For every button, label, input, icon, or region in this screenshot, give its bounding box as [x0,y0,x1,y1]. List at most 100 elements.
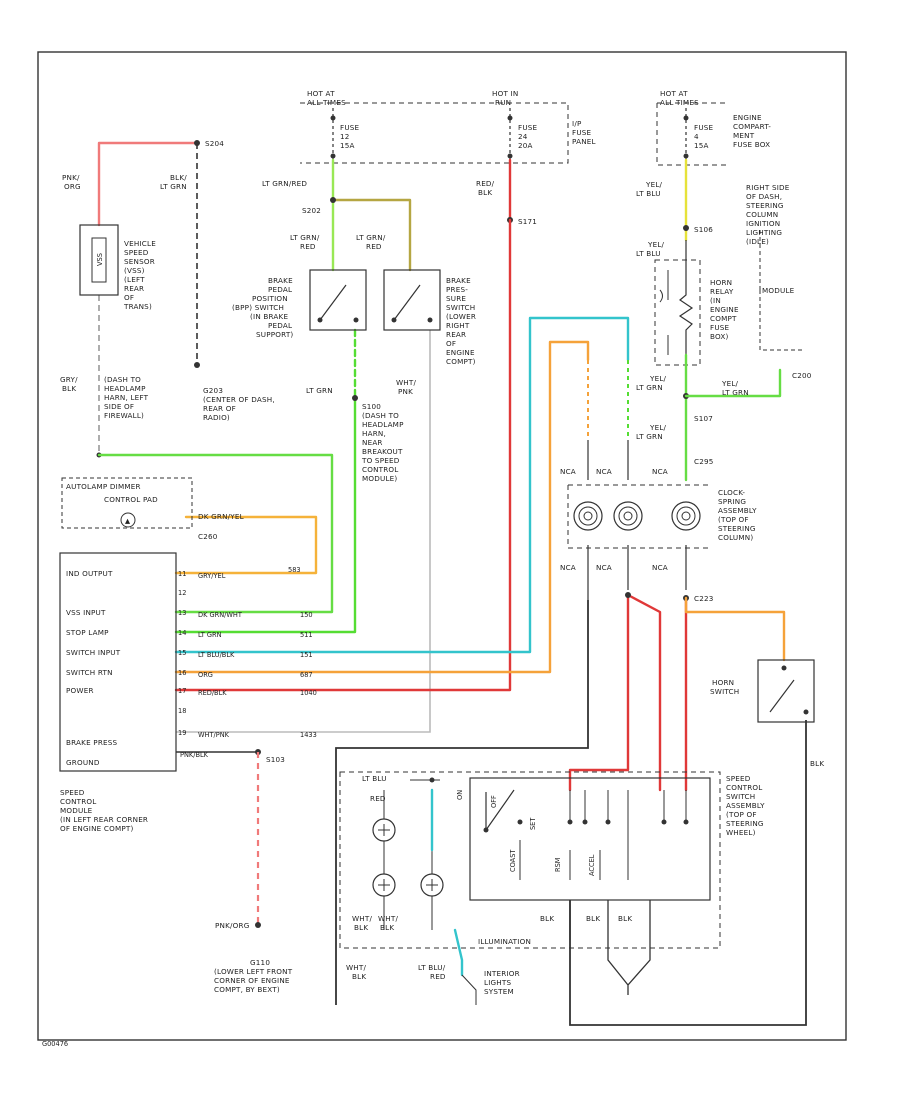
gry-blk-label-2: BLK [62,384,76,393]
pin-19: 19 [178,729,186,737]
fuse-24-number: 24 [518,132,528,141]
lt-grn-label: LT GRN [306,386,333,395]
fuse-12-number: 12 [340,132,350,141]
g203-label-3: REAR OF [203,404,236,413]
pin-18: 18 [178,707,186,715]
scm-label-2: CONTROL [60,797,97,806]
circuit-151: 151 [300,651,313,659]
wht-pnk-label-2: PNK [398,387,413,396]
control-pad-label: CONTROL PAD [104,495,158,504]
clockspring-label-2: SPRING [718,497,746,506]
speed-control-module: IND OUTPUT VSS INPUT STOP LAMP SWITCH IN… [59,552,317,994]
horn-switch: C223 HORN SWITCH BLK [694,594,824,768]
s100-label-3: HEADLAMP [362,420,404,429]
module-pin-switch-rtn: SWITCH RTN [66,668,113,677]
bps-label-7: REAR [446,330,466,339]
wire-swin-color: LT BLU/BLK [198,651,235,659]
hot-at-all-times-label-2: HOT AT [660,89,688,98]
right-side-label-1: RIGHT SIDE [746,183,790,192]
ltblu-label-scs: LT BLU [362,774,387,783]
scs-label-4: ASSEMBLY [726,801,765,810]
s100-label-5: NEAR [362,438,383,447]
connector-c200-right: C200 [792,371,812,380]
wires [96,140,807,1026]
yel-ltgrn-label-3: YEL/ [721,379,739,388]
pin-17: 17 [178,687,186,695]
right-side-label-5: IGNITION [746,219,780,228]
s100-label-1: S100 [362,402,381,411]
interior-lights-label-3: SYSTEM [484,987,514,996]
switch-coast-label: COAST [509,849,517,872]
pin-14: 14 [178,629,186,637]
circuit-687: 687 [300,671,313,679]
right-side-label-3: STEERING [746,201,784,210]
engine-fuse-box-label-1: ENGINE [733,113,762,122]
yel-ltgrn-label-1: YEL/ [649,374,667,383]
speed-control-switch-assembly: SPEED CONTROL SWITCH ASSEMBLY (TOP OF ST… [339,771,765,1005]
switch-set-label: SET [529,817,537,830]
wht-blk-label-6: BLK [352,972,366,981]
engine-fuse-box-label-2: COMPART- [733,122,771,131]
yel-ltgrn-label-2: LT GRN [636,383,663,392]
bpp-switch-box [309,269,367,331]
splice-s107: S107 [694,414,713,423]
bps-wire-label-2: RED [366,242,382,251]
hot-at-all-times-label-1: HOT AT [307,89,335,98]
clockspring-coil-2 [613,501,643,531]
bps-wire-label-1: LT GRN/ [356,233,386,242]
circuit-583: 583 [288,566,301,574]
bpp-label-7: SUPPORT) [256,330,293,339]
g203-label: G203 [203,386,223,395]
connector-c223: C223 [694,594,714,603]
wire-gnd-color: PNK/BLK [180,751,209,759]
engine-fuse-box-label-3: MENT [733,131,755,140]
switch-on-label: ON [456,790,464,800]
ip-fuse-panel-border [300,102,569,164]
bpp-label-4: (BPP) SWITCH [232,303,284,312]
ip-fuse-panel-label-3: PANEL [572,137,596,146]
bps-label-5: (LOWER [446,312,476,321]
bpp-label-2: PEDAL [268,285,292,294]
gry-blk-label-1: GRY/ [60,375,78,384]
circuit-150: 150 [300,611,313,619]
nca-label-1: NCA [560,467,576,476]
fuse-4-label: FUSE [694,123,714,132]
scm-label-3: MODULE [60,806,93,815]
fuse-12-rating: 15A [340,141,355,150]
fuse-12-label: FUSE [340,123,360,132]
blk-right-label: BLK [810,759,824,768]
gry-blk-note-1: (DASH TO [104,375,141,384]
g203-label-2: (CENTER OF DASH, [203,395,275,404]
right-side-label-6: LIGHTING [746,228,782,237]
clockspring-coil-3 [671,501,701,531]
vss-label-2: SPEED [124,248,149,257]
horn-relay-label-6: FUSE [710,323,730,332]
clockspring-label-5: STEERING [718,524,756,533]
interior-lights-label-1: INTERIOR [484,969,520,978]
wire-power-color: RED/BLK [198,689,227,697]
g110-label: G110 [250,958,270,967]
clockspring-label-6: COLUMN) [718,533,753,542]
wire-swrtn-color: ORG [198,671,213,679]
ltblu-red-label-2: RED [430,972,446,981]
gry-blk-note-4: SIDE OF [104,402,134,411]
nca-label-2: NCA [596,467,612,476]
bpp-label-1: BRAKE [268,276,293,285]
pin-15: 15 [178,649,186,657]
pin-16: 16 [178,669,186,677]
bpp-wire-label-2: RED [300,242,316,251]
scm-label-1: SPEED [60,788,85,797]
engine-fuse-box-border [656,102,728,166]
bps-label-10: COMPT) [446,357,476,366]
g110-label-4: COMPT, BY BEXT) [214,985,280,994]
clockspring-border [567,484,712,549]
blk-label-3: BLK [618,914,632,923]
splice-s103: S103 [266,755,285,764]
horn-relay-area: YEL/ LT BLU S106 YEL/ LT BLU RIGHT SIDE … [636,180,812,466]
wire-stop-color: LT GRN [198,631,222,639]
s100-label-4: HARN, [362,429,386,438]
s100-label-6: BREAKOUT [362,447,403,456]
clockspring-coil-1 [573,501,603,531]
module-pin-stop-lamp: STOP LAMP [66,628,109,637]
nca-label-3: NCA [652,467,668,476]
